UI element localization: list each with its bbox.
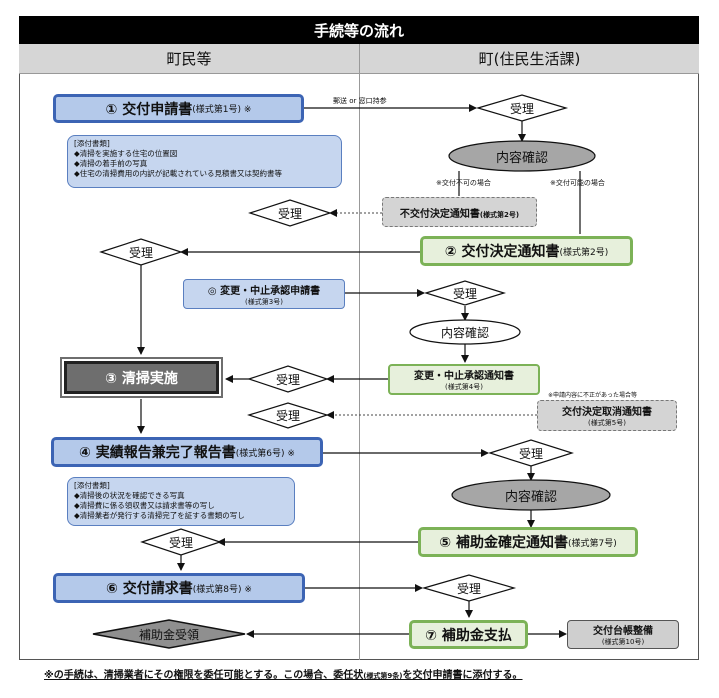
footer-text-b: (様式第9条)	[363, 672, 403, 680]
attachment-note-1-line: ◆清掃を実施する住宅の位置図	[74, 149, 178, 158]
step-2-form: (様式第2号)	[559, 247, 609, 258]
naiyo-ellipse-1	[448, 140, 596, 172]
mail-annotation: 郵送 or 窓口持参	[333, 97, 387, 105]
torikeshi-notice-form: (様式第5号)	[588, 419, 626, 427]
step-1-application: ① 交付申請書 (様式第1号) ※	[53, 94, 304, 123]
juri-diamond-3	[99, 238, 183, 266]
column-header-right: 町(住民生活課)	[360, 44, 699, 74]
fukafu-notice-box: 不交付決定通知書(様式第2号)	[382, 197, 537, 227]
fukafu-notice-form: (様式第2号)	[479, 210, 520, 219]
ka-annotation: ※交付可能の場合	[550, 179, 605, 187]
juri-diamond-2	[248, 199, 332, 227]
juri-label-9: 受理	[456, 581, 481, 596]
naiyo-label-3: 内容確認	[504, 489, 557, 505]
fusei-annotation: ※申請内容に不正があった場合等	[548, 392, 638, 399]
naiyo-ellipse-2	[409, 319, 521, 345]
step-7-payment: ⑦ 補助金支払	[409, 620, 528, 649]
step-7-title: ⑦ 補助金支払	[425, 627, 512, 644]
juri-diamond-6	[247, 402, 329, 429]
attachment-note-4-line: ◆清掃後の状況を確認できる写真	[74, 491, 185, 500]
henko-notice-box: 変更・中止承認通知書 (様式第4号)	[388, 364, 540, 395]
attachment-note-1: [添付書類] ◆清掃を実施する住宅の位置図 ◆清掃の着手前の写真 ◆住宅の清掃費…	[67, 135, 342, 188]
juri-diamond-8	[140, 528, 222, 556]
column-header-left: 町民等	[19, 44, 359, 74]
juri-label-3: 受理	[128, 245, 153, 260]
daicho-form: (様式第10号)	[601, 638, 645, 646]
torikeshi-notice-title: 交付決定取消通知書	[562, 407, 652, 418]
attachment-note-1-line: ◆住宅の清掃費用の内訳が記載されている見積書又は契約書等	[74, 169, 283, 178]
naiyo-label-1: 内容確認	[495, 150, 548, 166]
fukafu-notice-title: 不交付決定通知書	[399, 208, 480, 220]
footer-text-a: ※の手続は、清掃業者にその権限を委任可能とする。この場合、委任状	[44, 670, 364, 681]
daicho-box: 交付台帳整備 (様式第10号)	[567, 620, 679, 649]
juri-diamond-9	[421, 574, 517, 602]
fuka-annotation: ※交付不可の場合	[436, 179, 491, 187]
step-5-confirmation-notice: ⑤ 補助金確定通知書 (様式第7号)	[418, 527, 638, 557]
juri-label-1: 受理	[509, 101, 534, 116]
attachment-note-4-header: [添付書類]	[74, 481, 110, 490]
step-1-form: (様式第1号) ※	[192, 105, 252, 115]
juri-diamond-1	[475, 94, 569, 122]
step-5-title: ⑤ 補助金確定通知書	[439, 535, 568, 551]
step-6-form: (様式第8号) ※	[192, 584, 252, 595]
daicho-title: 交付台帳整備	[593, 626, 653, 637]
juri-diamond-5	[247, 365, 329, 393]
hojo-juryo-diamond	[92, 619, 246, 649]
step-2-title: ② 交付決定通知書	[444, 244, 560, 260]
naiyo-label-2: 内容確認	[440, 325, 489, 340]
henko-notice-form: (様式第4号)	[445, 383, 483, 391]
torikeshi-notice-box: 交付決定取消通知書 (様式第5号)	[537, 400, 677, 431]
juri-label-6: 受理	[275, 408, 300, 423]
step-6-payment-request: ⑥ 交付請求書 (様式第8号) ※	[53, 573, 305, 603]
step-5-form: (様式第7号)	[567, 538, 617, 549]
step-3-cleaning: ③ 清掃実施	[60, 357, 223, 398]
step-3-title: ③ 清掃実施	[105, 370, 178, 387]
juri-label-4: 受理	[452, 286, 477, 301]
henko-application-title: ◎ 変更・中止承認申請書	[207, 285, 321, 297]
henko-notice-title: 変更・中止承認通知書	[414, 371, 514, 382]
attachment-note-4-line: ◆清掃費に係る領収書又は請求書等の写し	[74, 501, 215, 510]
naiyo-ellipse-3	[451, 479, 611, 511]
juri-label-8: 受理	[168, 535, 193, 550]
step-2-decision-notice: ② 交付決定通知書 (様式第2号)	[420, 236, 633, 266]
henko-application-box: ◎ 変更・中止承認申請書 (様式第3号)	[183, 279, 345, 309]
attachment-note-4: [添付書類] ◆清掃後の状況を確認できる写真 ◆清掃費に係る領収書又は請求書等の…	[67, 477, 295, 526]
juri-label-2: 受理	[277, 206, 302, 221]
step-6-title: ⑥ 交付請求書	[106, 581, 193, 597]
footer-note: ※の手続は、清掃業者にその権限を委任可能とする。この場合、委任状(様式第9条)を…	[44, 666, 523, 681]
step-4-title: ④ 実績報告兼完了報告書	[79, 445, 236, 461]
attachment-note-4-line: ◆清掃業者が発行する清掃完了を証する書類の写し	[74, 511, 245, 520]
attachment-note-1-line: ◆清掃の着手前の写真	[74, 159, 148, 168]
footer-text-c: を交付申請書に添付する。	[402, 670, 523, 681]
step-4-form: (様式第6号) ※	[235, 448, 295, 459]
column-divider	[359, 44, 360, 660]
diagram-title: 手続等の流れ	[19, 16, 699, 44]
juri-label-5: 受理	[275, 372, 300, 387]
step-1-title: ① 交付申請書	[105, 101, 193, 118]
henko-application-form: (様式第3号)	[245, 297, 283, 306]
juri-diamond-4	[423, 280, 507, 306]
attachment-note-1-header: [添付書類]	[74, 139, 110, 148]
juri-diamond-7	[488, 439, 574, 467]
hojo-juryo-label: 補助金受領	[138, 627, 199, 642]
step-4-report: ④ 実績報告兼完了報告書 (様式第6号) ※	[51, 437, 323, 467]
juri-label-7: 受理	[518, 446, 543, 461]
